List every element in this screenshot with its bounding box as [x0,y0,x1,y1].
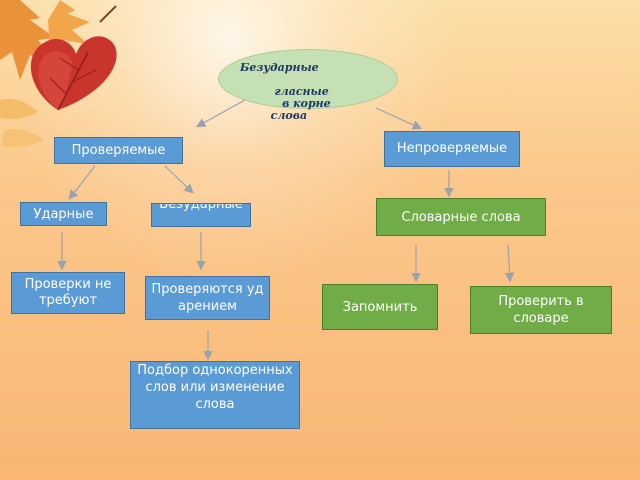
heart-leaf-icon [30,36,117,111]
node-no-check-needed-label: Проверки не требуют [24,277,112,308]
node-memorize-label: Запомнить [342,299,418,315]
leaf-stem-icon [99,5,117,23]
node-selection-label: Подбор однокоренных слов или изменение с… [137,363,293,412]
node-checked-by-stress: Проверяются ударением [145,276,270,320]
node-dictionary-words: Словарные слова [376,198,546,236]
node-unstressed: Безударные [151,203,251,227]
node-uncheckable-label: Непроверяемые [396,141,508,156]
root-node-title: Безударные гласные в корне слова [240,61,331,122]
root-node-ellipse [218,49,398,109]
node-no-check-needed: Проверки не требуют [11,272,125,314]
node-memorize: Запомнить [322,284,438,330]
small-leaf-icon [0,98,44,148]
node-stressed: Ударные [20,202,107,226]
arrow-root-to-checkable [195,99,246,128]
node-selection: Подбор однокоренных слов или изменение с… [130,361,300,429]
node-stressed-label: Ударные [33,206,94,222]
node-checkable: Проверяемые [54,137,183,164]
arrow-root-to-uncheckable [375,107,423,130]
node-checked-by-stress-label: Проверяются ударением [151,282,264,314]
node-dictionary-words-label: Словарные слова [401,209,521,225]
node-uncheckable: Непроверяемые [384,131,520,167]
node-unstressed-label: Безударные [159,203,243,212]
node-check-in-dictionary-label: Проверить в словаре [498,294,584,326]
arrow-checkable-to-stressed [68,165,96,200]
arrow-checkable-to-unstressed [164,165,194,194]
node-check-in-dictionary: Проверить в словаре [470,286,612,334]
arrow-dictionary-to-check-dictionary [504,244,515,283]
node-checkable-label: Проверяемые [71,143,166,158]
